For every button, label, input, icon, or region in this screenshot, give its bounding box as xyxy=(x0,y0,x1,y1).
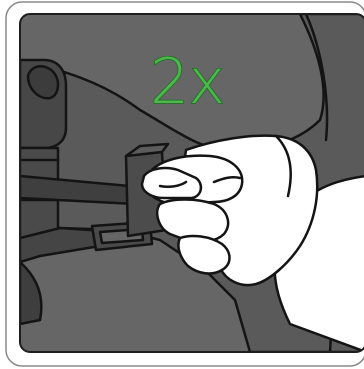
repeat-count-label: 2x xyxy=(150,45,224,118)
